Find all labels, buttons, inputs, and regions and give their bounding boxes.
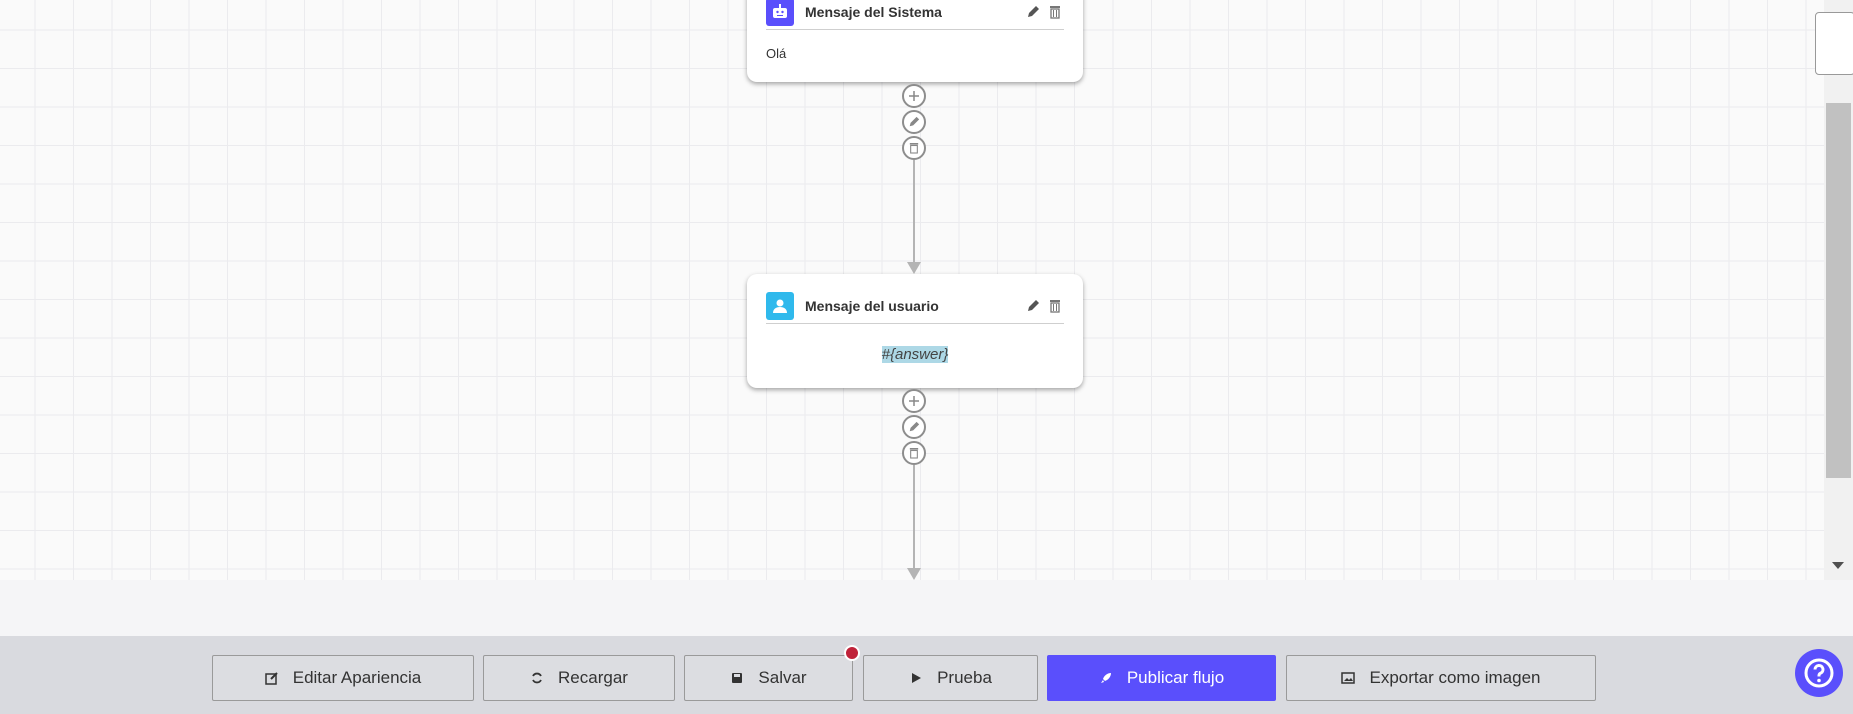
save-button[interactable]: Salvar: [684, 645, 860, 701]
vertical-scrollbar[interactable]: [1824, 0, 1853, 580]
add-node-button[interactable]: [902, 84, 926, 108]
edit-appearance-button[interactable]: Editar Apariencia: [212, 655, 474, 701]
flow-canvas[interactable]: Mensaje del Sistema Olá Mensaje del usua…: [0, 0, 1853, 580]
connector-line: [913, 160, 915, 264]
pencil-icon[interactable]: [1024, 297, 1042, 315]
reload-label: Recargar: [558, 668, 628, 687]
node-user-message[interactable]: Mensaje del usuario #{answer}: [747, 274, 1083, 388]
node-title: Mensaje del Sistema: [805, 3, 942, 20]
minimap-panel[interactable]: [1815, 12, 1853, 75]
node-system-message[interactable]: Mensaje del Sistema Olá: [747, 0, 1083, 82]
save-icon: [732, 673, 743, 683]
save-label: Salvar: [758, 668, 807, 687]
arrow-down-icon: [907, 262, 921, 274]
play-icon: [912, 673, 922, 683]
trash-icon[interactable]: [1046, 3, 1064, 21]
delete-connection-button[interactable]: [902, 441, 926, 465]
robot-icon: [766, 0, 794, 26]
add-node-button[interactable]: [902, 389, 926, 413]
publish-flow-button[interactable]: Publicar flujo: [1047, 655, 1276, 701]
export-image-button[interactable]: Exportar como imagen: [1286, 655, 1596, 701]
reload-button[interactable]: Recargar: [483, 655, 675, 701]
question-circle-icon: [1804, 658, 1834, 688]
arrow-down-icon: [907, 568, 921, 580]
unsaved-indicator: [844, 645, 860, 661]
publish-label: Publicar flujo: [1126, 668, 1225, 687]
help-button[interactable]: [1795, 649, 1843, 697]
image-icon: [1341, 672, 1356, 684]
node-content: Olá: [766, 46, 787, 61]
edit-appearance-label: Editar Apariencia: [292, 668, 422, 687]
refresh-icon: [532, 672, 542, 684]
rocket-icon: [1100, 673, 1111, 683]
connector-line: [913, 465, 915, 570]
user-icon: [766, 291, 794, 320]
test-label: Prueba: [937, 668, 992, 687]
node-content: #{answer}: [881, 346, 949, 363]
edit-connection-button[interactable]: [902, 415, 926, 439]
export-label: Exportar como imagen: [1369, 668, 1541, 687]
edit-icon: [264, 672, 278, 685]
scrollbar-thumb[interactable]: [1826, 103, 1851, 478]
scroll-down-arrow-icon[interactable]: [1832, 562, 1844, 569]
trash-icon[interactable]: [1046, 297, 1064, 315]
edit-connection-button[interactable]: [902, 110, 926, 134]
pencil-icon[interactable]: [1024, 3, 1042, 21]
node-title: Mensaje del usuario: [805, 297, 939, 314]
bottom-toolbar: Editar Apariencia Recargar Salvar Prueba…: [0, 636, 1853, 714]
test-button[interactable]: Prueba: [863, 655, 1038, 701]
delete-connection-button[interactable]: [902, 136, 926, 160]
